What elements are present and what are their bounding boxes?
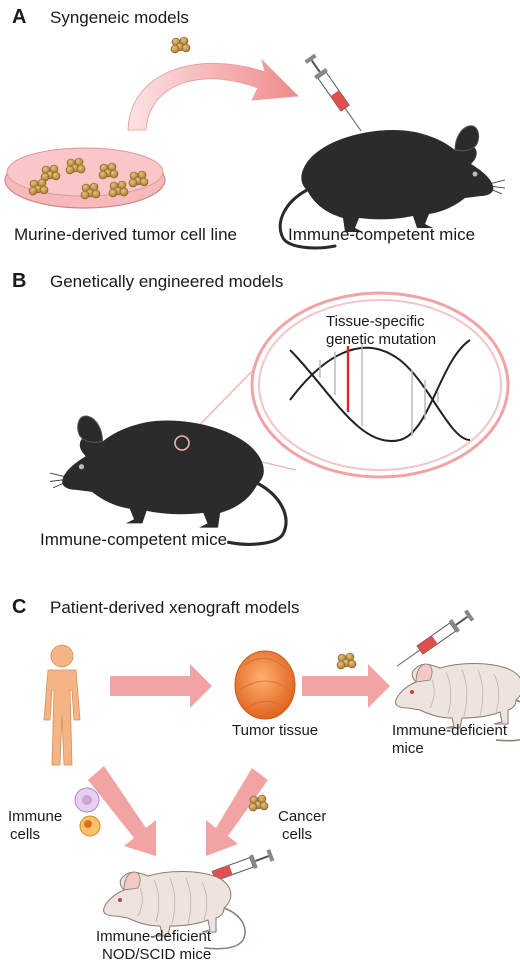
mice-label: Immune-deficient	[392, 722, 508, 739]
callout-label: genetic mutation	[326, 331, 437, 348]
panel-letter: B	[12, 270, 27, 292]
immune-cells-icon	[74, 787, 101, 837]
panel-c-artwork	[43, 607, 520, 950]
cancer-cells-icon	[249, 795, 268, 811]
cancer-cells-icon	[337, 653, 356, 669]
tissue-highlight	[174, 435, 190, 451]
magnified-view	[250, 291, 510, 479]
human-figure-icon	[43, 644, 81, 766]
panel-caption: Murine-derived tumor cell line	[14, 225, 237, 244]
mice-label: NOD/SCID mice	[102, 946, 212, 963]
panel-caption: Immune-competent mice	[288, 225, 476, 244]
black-mouse-icon	[48, 414, 288, 546]
panel-b-artwork	[48, 291, 510, 546]
arrow-right	[302, 664, 390, 708]
floating-cells	[171, 37, 190, 53]
panel-heading: Syngeneic models	[50, 8, 189, 27]
panel-letter: C	[12, 596, 27, 618]
curved-arrow	[127, 58, 299, 131]
panel-heading: Genetically engineered models	[50, 272, 284, 291]
mice-label: mice	[392, 740, 424, 757]
dna-helix-icon	[289, 339, 471, 443]
petri-dish	[4, 147, 166, 209]
syringe-icon	[392, 607, 476, 673]
arrow-right	[110, 664, 212, 708]
callout-label: Tissue-specific	[326, 313, 425, 330]
tumor-tissue-icon	[234, 650, 296, 720]
panel-caption: Immune-competent mice	[40, 530, 228, 549]
panel-heading: Patient-derived xenograft models	[50, 598, 300, 617]
panel-a-artwork	[4, 37, 507, 250]
mice-label: Immune-deficient	[96, 928, 212, 945]
arrow-down-left	[206, 768, 268, 856]
syringe-icon	[302, 52, 368, 136]
immune-cells-label: Immune	[8, 808, 63, 825]
immune-cells-label: cells	[10, 826, 41, 843]
tumor-label: Tumor tissue	[232, 722, 319, 739]
cancer-cells-label: cells	[282, 826, 313, 843]
arrow-down-right	[88, 766, 156, 856]
cancer-cells-label: Cancer	[278, 808, 327, 825]
panel-letter: A	[12, 6, 27, 28]
